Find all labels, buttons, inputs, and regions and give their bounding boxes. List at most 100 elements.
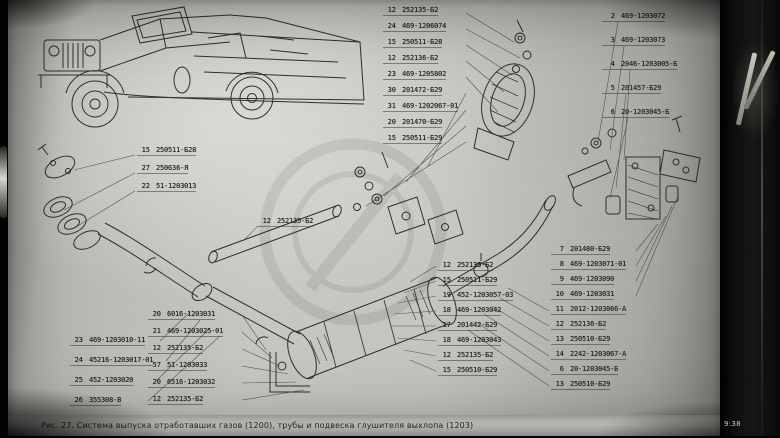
monitor-bezel-left (0, 0, 8, 438)
part-label: 12 252135-Б2 (383, 6, 438, 16)
part-index: 6 (559, 365, 564, 373)
leader-lines (63, 12, 679, 402)
part-code: 252135-Б2 (167, 344, 204, 352)
exhaust-diagram (37, 19, 701, 393)
part-index: 12 (555, 320, 564, 328)
monitor-bezel-bottom (0, 436, 780, 438)
part-code: 250510-Б29 (570, 335, 611, 343)
part-label: 6 20-1203045-Б (551, 365, 618, 375)
part-index: 15 (442, 366, 451, 374)
part-code: 469-1203010-11 (89, 336, 146, 344)
part-code: 2242-1203067-А (570, 350, 627, 358)
part-code: 469-1203042 (457, 306, 502, 314)
part-index: 12 (262, 217, 271, 225)
part-index: 12 (152, 344, 161, 352)
part-code: 250511-Б28 (402, 38, 443, 46)
part-index: 9 (559, 275, 564, 283)
part-label: 12 252135-Б2 (148, 344, 203, 354)
part-index: 22 (141, 182, 150, 190)
part-label: 20 201470-Б29 (383, 118, 442, 128)
watermark (259, 138, 447, 326)
part-code: 469-1202067-01 (402, 102, 459, 110)
part-index: 25 (74, 376, 83, 384)
part-code: 51-1203013 (156, 182, 197, 190)
part-index: 13 (555, 380, 564, 388)
part-index: 14 (555, 350, 564, 358)
part-code: 2012-1203066-А (570, 305, 627, 313)
part-index: 21 (152, 327, 161, 335)
part-code: 6016-1203031 (167, 310, 216, 318)
part-index: 5 (610, 84, 615, 92)
part-code: 201442-Б29 (457, 321, 498, 329)
part-label: 5 201457-Б29 (602, 84, 661, 94)
part-index: 13 (555, 335, 564, 343)
part-index: 15 (442, 276, 451, 284)
part-label: 12 252135-Б2 (258, 217, 313, 227)
part-label: 22 51-1203013 (137, 182, 196, 192)
part-code: 250511-Б29 (402, 134, 443, 142)
vehicle-drawing (38, 6, 365, 128)
part-code: 252135-Б2 (457, 351, 494, 359)
part-code: 250636-Я (156, 164, 189, 172)
part-index: 20 (152, 310, 161, 318)
part-index: 20 (387, 118, 396, 126)
part-index: 12 (387, 6, 396, 14)
part-code: 452-1203020 (89, 376, 134, 384)
part-code: 2046-1203005-Б (621, 60, 678, 68)
part-code: 250511-Б28 (156, 146, 197, 154)
part-code: 469-1203031 (570, 290, 615, 298)
part-code: 20-1203045-Б (570, 365, 619, 373)
part-label: 25 452-1203020 (70, 376, 133, 386)
part-code: 201457-Б29 (621, 84, 662, 92)
part-index: 10 (555, 290, 564, 298)
part-index: 12 (442, 261, 451, 269)
part-label: 20 6016-1203031 (148, 310, 215, 320)
part-code: 469-1206074 (402, 22, 447, 30)
part-code: 469-1203073 (621, 36, 666, 44)
part-code: 201472-Б29 (402, 86, 443, 94)
part-index: 57 (152, 361, 161, 369)
diagram-art (37, 6, 701, 402)
part-index: 24 (387, 22, 396, 30)
part-code: 201470-Б29 (402, 118, 443, 126)
part-code: 469-1203043 (457, 336, 502, 344)
part-code: 252135-Б2 (277, 217, 314, 225)
part-index: 12 (442, 351, 451, 359)
clock: 9:38 (724, 420, 741, 428)
part-label: 14 2242-1203067-А (551, 350, 626, 360)
part-code: 252135-Б2 (402, 6, 439, 14)
part-index: 18 (442, 306, 451, 314)
part-label-center: 12 252135-Б2 (258, 217, 313, 227)
bezel-highlight (761, 0, 763, 438)
part-index: 2 (610, 12, 615, 20)
figure-caption: Рис. 27. Система выпуска отработавших га… (41, 421, 474, 430)
part-label: 18 469-1203042 (438, 306, 501, 316)
